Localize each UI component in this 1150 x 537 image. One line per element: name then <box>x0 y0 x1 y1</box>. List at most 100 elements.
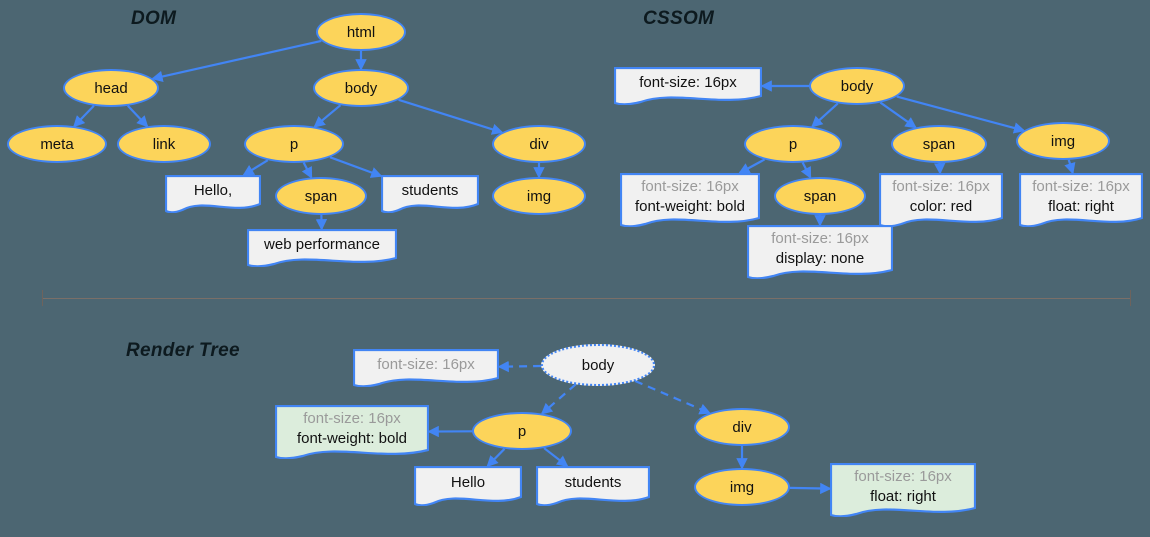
section-title-render-tree: Render Tree <box>126 340 240 361</box>
node-label: div <box>529 135 549 153</box>
node-r_bodyrule[interactable]: font-size: 16px <box>353 349 499 387</box>
node-label: div <box>732 418 752 436</box>
node-label: img <box>729 478 755 496</box>
node-label: span <box>922 135 956 153</box>
node-label: img <box>1050 132 1076 150</box>
node-label: img <box>526 187 552 205</box>
divider-tick-right <box>1130 290 1131 306</box>
node-text: font-size: 16px float: right <box>1019 173 1143 227</box>
node-c_p[interactable]: p <box>744 125 842 163</box>
edge-c_body-to-c_p <box>811 102 839 128</box>
torn-box-shape <box>165 175 261 213</box>
rule-line: color: red <box>909 197 973 215</box>
edge-p-to-span1 <box>301 162 313 179</box>
torn-box-shape <box>381 175 479 213</box>
edge-c_body-to-c_img <box>896 95 1026 134</box>
node-label: link <box>152 135 176 153</box>
rule-line: font-size: 16px <box>303 409 401 427</box>
node-label: p <box>517 422 527 440</box>
node-c_img[interactable]: img <box>1016 122 1110 160</box>
node-c_imgrule[interactable]: font-size: 16px float: right <box>1019 173 1143 227</box>
node-webperf[interactable]: web performance <box>247 229 397 267</box>
rule-line: font-size: 16px <box>639 73 737 91</box>
node-label: Hello, <box>193 181 233 199</box>
node-c_spanrule[interactable]: font-size: 16px color: red <box>879 173 1003 227</box>
node-c_span2[interactable]: span <box>774 177 866 215</box>
node-label: p <box>289 135 299 153</box>
node-r_p[interactable]: p <box>472 412 572 450</box>
torn-box-shape <box>614 67 762 105</box>
node-p[interactable]: p <box>244 125 344 163</box>
node-hello[interactable]: Hello, <box>165 175 261 213</box>
node-c_span[interactable]: span <box>891 125 987 163</box>
node-r_students[interactable]: students <box>536 466 650 506</box>
node-label: p <box>788 135 798 153</box>
node-img[interactable]: img <box>492 177 586 215</box>
node-text: Hello <box>414 466 522 506</box>
edge-r_img-to-r_imgrule <box>789 482 832 495</box>
node-r_div[interactable]: div <box>694 408 790 446</box>
rule-line: float: right <box>1048 197 1114 215</box>
torn-box-shape <box>620 173 760 227</box>
section-title-dom: DOM <box>131 8 177 29</box>
edge-r_body-to-r_div <box>634 379 711 415</box>
node-head[interactable]: head <box>63 69 159 107</box>
rule-line: font-size: 16px <box>854 467 952 485</box>
node-span1[interactable]: span <box>275 177 367 215</box>
node-label: body <box>840 77 874 95</box>
node-label: meta <box>40 135 74 153</box>
rule-line: display: none <box>775 249 865 267</box>
node-text: font-size: 16px <box>614 67 762 105</box>
node-text: font-size: 16px float: right <box>830 463 976 517</box>
node-label: Hello <box>450 473 486 491</box>
torn-box-shape <box>414 466 522 506</box>
rule-line: font-size: 16px <box>1032 177 1130 195</box>
edge-r_body-to-r_bodyrule <box>497 360 542 373</box>
edge-r_body-to-r_p <box>540 383 577 415</box>
node-students[interactable]: students <box>381 175 479 213</box>
node-r_img[interactable]: img <box>694 468 790 506</box>
rule-line: float: right <box>870 487 936 505</box>
section-divider <box>42 298 1130 299</box>
node-label: head <box>94 79 128 97</box>
node-r_hello[interactable]: Hello <box>414 466 522 506</box>
node-label: body <box>344 79 378 97</box>
edge-c_body-to-c_span <box>879 101 917 129</box>
torn-box-shape <box>830 463 976 517</box>
node-c_body[interactable]: body <box>809 67 905 105</box>
node-r_imgrule[interactable]: font-size: 16px float: right <box>830 463 976 517</box>
node-label: students <box>564 473 622 491</box>
node-text: font-size: 16px <box>353 349 499 387</box>
node-meta[interactable]: meta <box>7 125 107 163</box>
edge-head-to-link <box>127 105 149 128</box>
edge-c_p-to-c_span2 <box>800 162 812 179</box>
edge-r_p-to-r_students <box>543 447 569 467</box>
rule-line: font-size: 16px <box>892 177 990 195</box>
node-label: span <box>304 187 338 205</box>
edge-c_img-to-c_imgrule <box>1064 159 1076 175</box>
rule-line: font-size: 16px <box>377 355 475 373</box>
rule-line: font-weight: bold <box>634 197 746 215</box>
node-r_body[interactable]: body <box>541 344 655 386</box>
node-div[interactable]: div <box>492 125 586 163</box>
edge-p-to-hello <box>242 159 269 176</box>
edge-p-to-students <box>329 156 383 178</box>
node-text: web performance <box>247 229 397 267</box>
section-title-cssom: CSSOM <box>643 8 715 29</box>
node-html[interactable]: html <box>316 13 406 51</box>
edge-r_p-to-r_hello <box>486 448 506 468</box>
node-label: span <box>803 187 837 205</box>
node-text: Hello, <box>165 175 261 213</box>
torn-box-shape <box>275 405 429 459</box>
node-text: students <box>536 466 650 506</box>
node-c_prule[interactable]: font-size: 16px font-weight: bold <box>620 173 760 227</box>
node-link[interactable]: link <box>117 125 211 163</box>
rule-line: font-size: 16px <box>641 177 739 195</box>
node-c_bodyrule[interactable]: font-size: 16px <box>614 67 762 105</box>
node-body[interactable]: body <box>313 69 409 107</box>
